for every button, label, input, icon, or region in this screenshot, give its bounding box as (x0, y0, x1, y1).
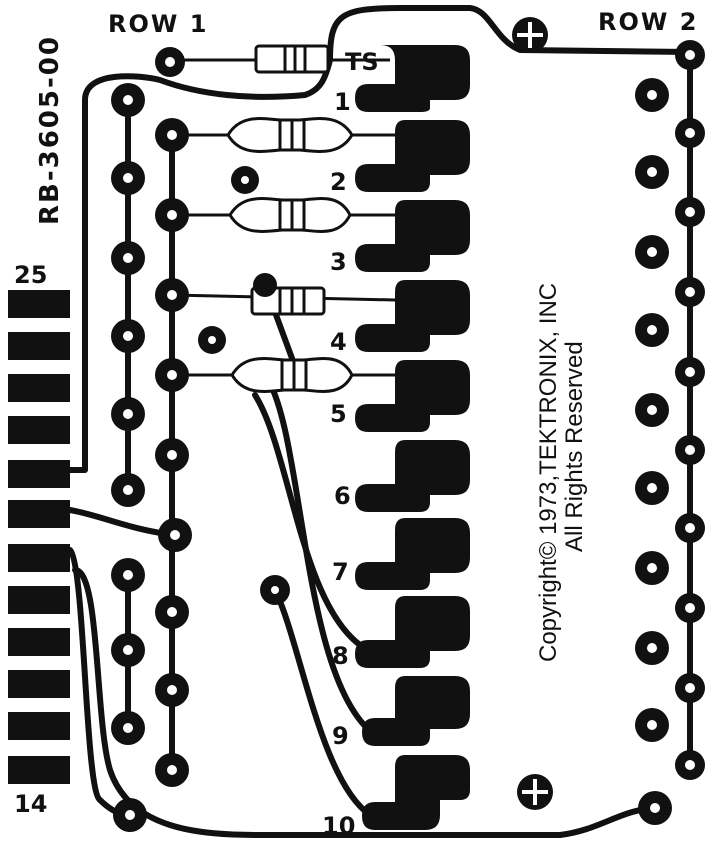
trace-bottom-loop (72, 567, 658, 838)
resistor-2 (226, 117, 354, 153)
mounting-hole-bottom (517, 774, 553, 810)
trace-edge-to-row1 (67, 57, 333, 473)
edge-connector (8, 290, 70, 784)
trace-to-pad-10 (272, 587, 373, 818)
pads-row2-inner (635, 78, 672, 825)
switch-pads (355, 45, 470, 830)
resistor-3 (228, 197, 352, 233)
resistor-ts (254, 44, 330, 74)
switch-number: 6 (334, 482, 351, 510)
copyright-line-1: Copyright© 1973,TEKTRONIX, INC (535, 283, 562, 662)
switch-number: 2 (330, 168, 347, 196)
pads-misc (198, 166, 290, 605)
trace-to-pad-9 (262, 372, 378, 738)
switch-position-numbers: 1 2 3 4 5 6 7 8 9 10 (322, 88, 355, 840)
pads-column-b (155, 47, 192, 787)
switch-number: 5 (330, 400, 347, 428)
switch-number: 10 (322, 812, 355, 840)
copyright-line-2: All Rights Reserved (561, 341, 588, 552)
resistor-5 (230, 357, 354, 393)
pads-row2-bus (675, 40, 705, 780)
edge-top-number: 25 (14, 261, 47, 289)
switch-number: 1 (334, 88, 351, 116)
part-number-label: RB-3605-00 (35, 35, 65, 225)
edge-bottom-number: 14 (14, 790, 47, 818)
trace-to-pad-8 (252, 392, 363, 648)
switch-number: 4 (330, 328, 347, 356)
switch-number: 9 (332, 722, 349, 750)
pads-column-a (111, 83, 147, 832)
switch-number: 8 (332, 642, 349, 670)
mounting-hole-top (512, 17, 548, 53)
trace-top-loop (327, 5, 693, 63)
row1-label: ROW 1 (108, 10, 208, 38)
resistor-ts-label: TS (345, 48, 379, 76)
switch-number: 7 (332, 558, 349, 586)
row2-label: ROW 2 (598, 8, 698, 36)
switch-number: 3 (330, 248, 347, 276)
